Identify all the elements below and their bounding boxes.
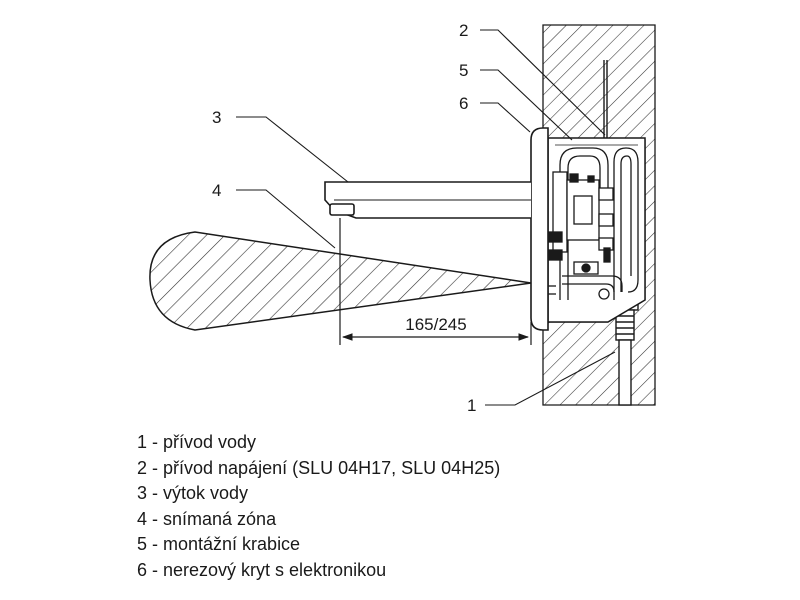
leader-4 bbox=[236, 189, 336, 249]
power-cable bbox=[603, 60, 608, 140]
legend-item: 1 - přívod vody bbox=[137, 432, 257, 452]
callout-2: 2 bbox=[459, 21, 468, 40]
leader-1 bbox=[485, 351, 616, 406]
stainless-cover-plate bbox=[530, 127, 549, 331]
leader-6 bbox=[480, 102, 531, 133]
callout-4: 4 bbox=[212, 181, 221, 200]
dimension-line bbox=[339, 218, 532, 345]
legend-item: 6 - nerezový kryt s elektronikou bbox=[137, 559, 387, 580]
internal-valve-assembly bbox=[547, 147, 639, 300]
legend-item: 3 - výtok vody bbox=[137, 483, 249, 504]
spout bbox=[324, 181, 531, 219]
leader-lines bbox=[236, 29, 616, 406]
legend: 1 - přívod vody 2 - přívod napájení (SLU… bbox=[137, 430, 500, 584]
legend-item: 5 - montážní krabice bbox=[137, 534, 301, 555]
leader-3 bbox=[236, 116, 349, 183]
legend-item: 4 - snímaná zóna bbox=[137, 508, 277, 529]
callout-3: 3 bbox=[212, 108, 221, 127]
dimension-label: 165/245 bbox=[405, 315, 466, 334]
leader-2 bbox=[480, 29, 606, 136]
callout-1: 1 bbox=[467, 396, 476, 415]
legend-item: 2 - přívod napájení (SLU 04H17, SLU 04H2… bbox=[137, 457, 501, 478]
callout-5: 5 bbox=[459, 61, 468, 80]
leader-5 bbox=[480, 69, 573, 141]
callout-6: 6 bbox=[459, 94, 468, 113]
